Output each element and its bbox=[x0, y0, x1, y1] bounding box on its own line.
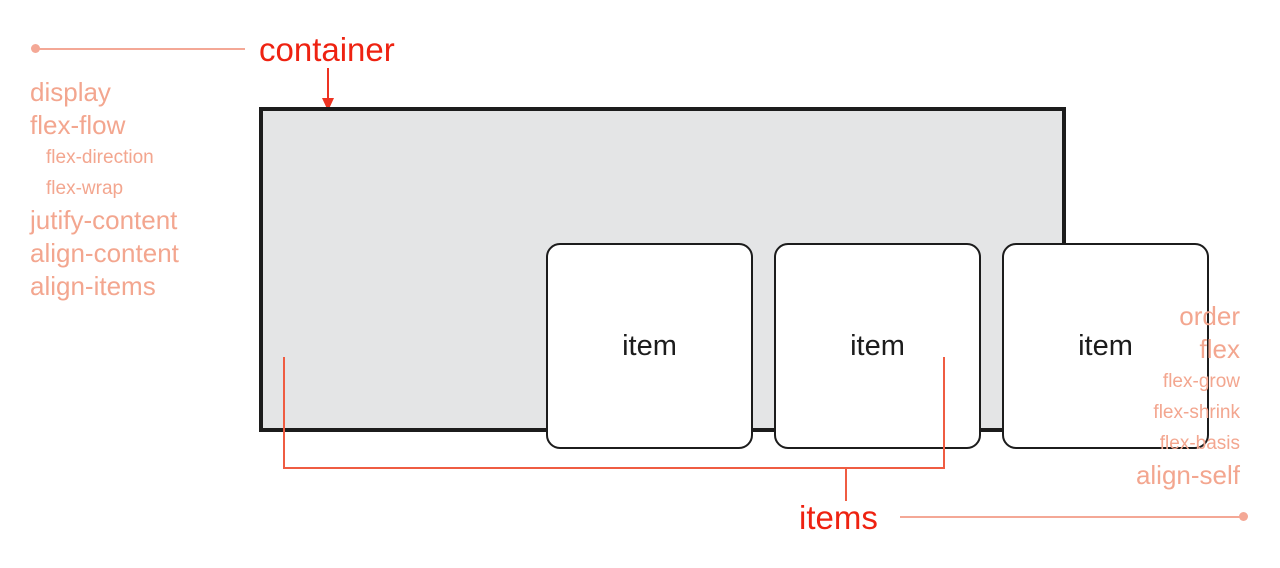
property-flex-wrap: flex-wrap bbox=[46, 178, 124, 199]
property-flex: flex bbox=[1199, 334, 1240, 364]
container-leader-line bbox=[36, 48, 245, 50]
items-bracket-left-stem bbox=[283, 357, 285, 468]
container-arrow-icon bbox=[322, 68, 334, 111]
container-title: container bbox=[259, 31, 395, 68]
container-leader-dot bbox=[31, 44, 40, 53]
items-bracket-span bbox=[283, 467, 945, 469]
property-align-items: align-items bbox=[30, 271, 156, 301]
items-leader-line bbox=[900, 516, 1243, 518]
property-align-self: align-self bbox=[1135, 460, 1240, 490]
container-property-list: display flex-flow flex-direction flex-wr… bbox=[30, 76, 179, 303]
property-flex-shrink: flex-shrink bbox=[1153, 402, 1240, 423]
flex-item-1: item bbox=[546, 243, 753, 449]
property-align-content: align-content bbox=[30, 238, 179, 268]
flex-item-1-label: item bbox=[622, 329, 677, 362]
items-bracket-drop bbox=[845, 467, 847, 501]
flex-item-2-label: item bbox=[850, 329, 905, 362]
property-display: display bbox=[30, 77, 111, 107]
property-flex-direction: flex-direction bbox=[46, 147, 154, 168]
item-property-list: order flex flex-grow flex-shrink flex-ba… bbox=[1040, 300, 1240, 492]
items-title: items bbox=[799, 499, 878, 536]
flex-container-box: item item item bbox=[259, 107, 1209, 449]
property-flex-basis: flex-basis bbox=[1159, 433, 1240, 454]
flex-item-3-label: item bbox=[1078, 329, 1133, 362]
property-flex-grow: flex-grow bbox=[1162, 371, 1240, 392]
property-order: order bbox=[1179, 301, 1240, 331]
flex-item-2: item bbox=[774, 243, 981, 449]
property-justify-content: jutify-content bbox=[30, 205, 178, 235]
items-bracket-right-stem bbox=[943, 357, 945, 468]
property-flex-flow: flex-flow bbox=[30, 110, 126, 140]
flex-item-3: item bbox=[1002, 243, 1209, 449]
items-leader-dot bbox=[1239, 512, 1248, 521]
